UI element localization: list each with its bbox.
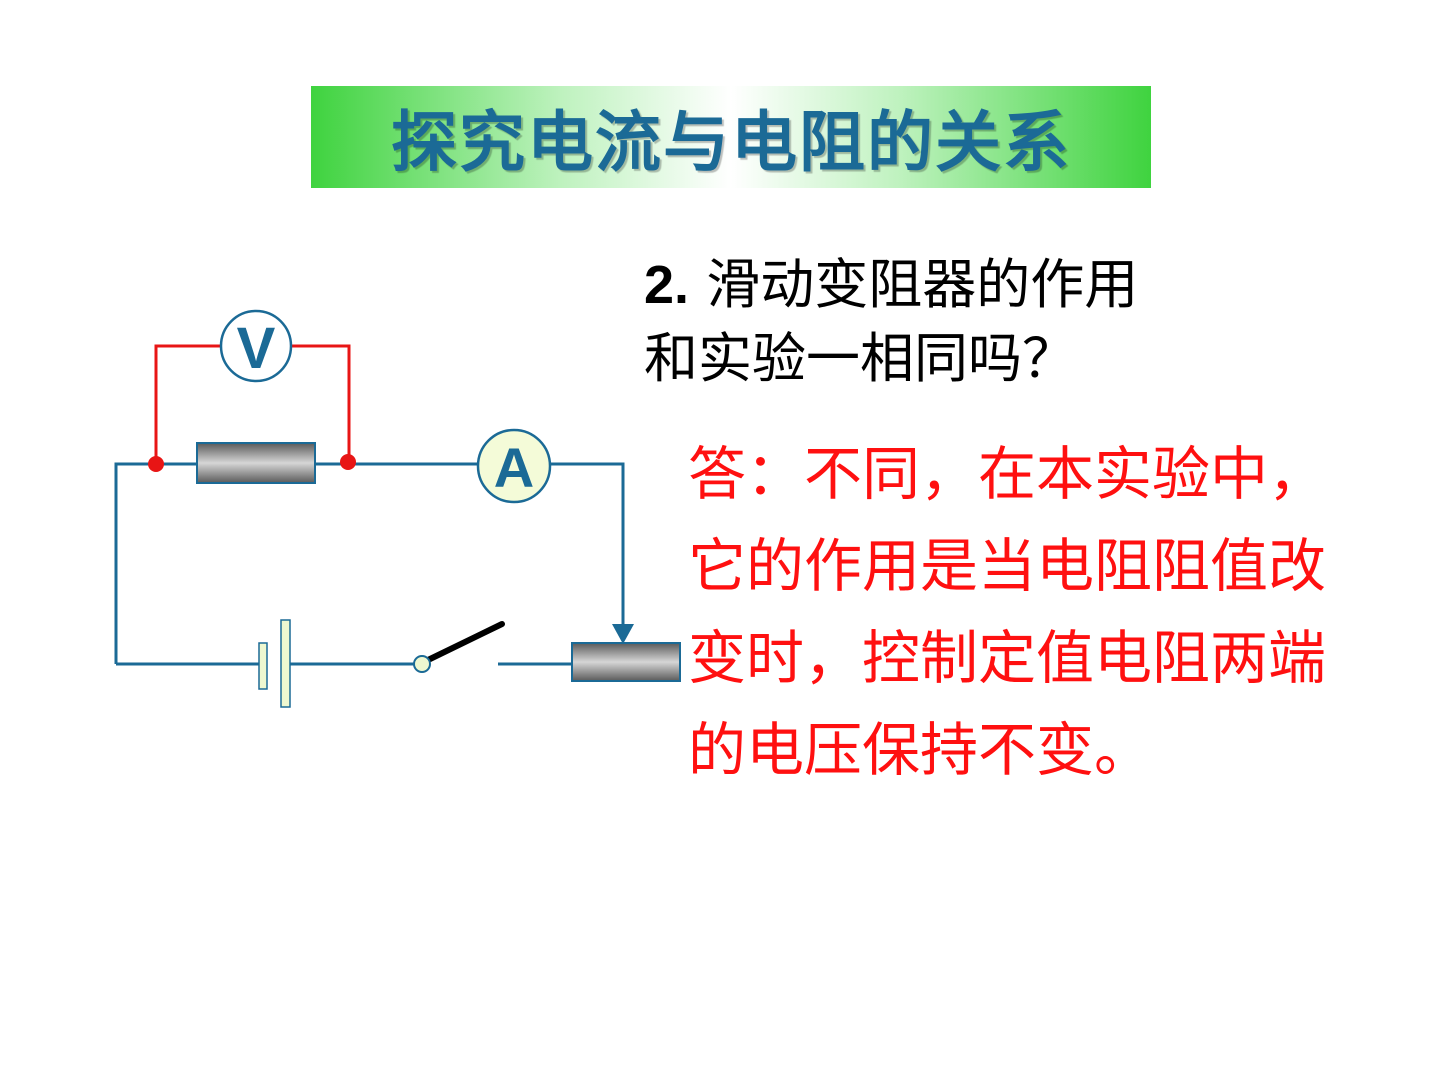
voltmeter-wires [154, 344, 351, 464]
wire-ammeter-to-slider [550, 462, 625, 628]
switch-pivot [413, 655, 431, 673]
wire-left-top [114, 462, 197, 664]
voltmeter-wire-right [292, 344, 351, 464]
switch [413, 621, 505, 673]
answer-text: 答：不同，在本实验中，它的作用是当电阻阻值改变时，控制定值电阻两端的电压保持不变… [688, 440, 1327, 784]
voltmeter-circle [219, 309, 293, 383]
ammeter: A [476, 428, 552, 504]
slide-title: 探究电流与电阻的关系 [391, 104, 1071, 181]
junction-dot-right [340, 454, 356, 470]
title-banner: 探究电流与电阻的关系 [311, 86, 1151, 188]
junction-dot-left [148, 456, 164, 472]
voltmeter-label: V [237, 316, 276, 381]
voltmeter-wire-left [154, 344, 221, 464]
ammeter-circle [476, 428, 552, 504]
battery-long-plate [280, 619, 291, 708]
rheostat-slider-arrow [612, 624, 634, 644]
question-text: 2. 滑动变阻器的作用 和实验一相同吗？ [644, 248, 1264, 396]
fixed-resistor [196, 442, 316, 484]
battery-short-plate [258, 642, 268, 690]
voltmeter: V [219, 309, 293, 383]
ammeter-label: A [494, 436, 534, 499]
question-line-1: 2. 滑动变阻器的作用 [644, 248, 1264, 322]
rheostat [571, 624, 681, 682]
question-line-1-text: 滑动变阻器的作用 [706, 253, 1139, 316]
question-line-2: 和实验一相同吗？ [644, 327, 1076, 390]
battery [258, 619, 291, 708]
main-wires [114, 462, 625, 666]
question-number: 2. [644, 255, 690, 315]
switch-lever [425, 621, 505, 663]
rheostat-body [571, 642, 681, 682]
